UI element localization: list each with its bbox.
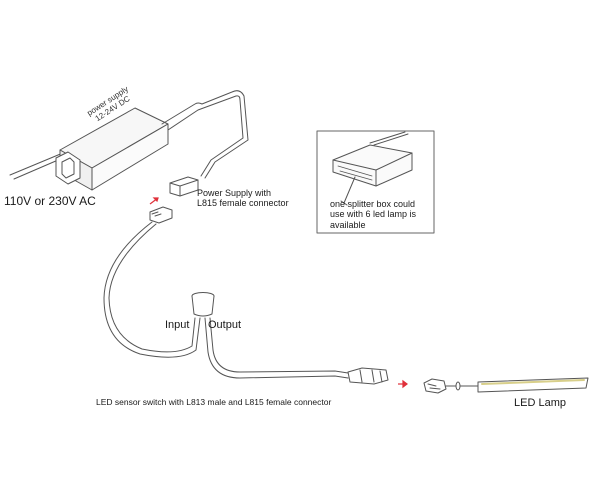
power-supply-unit	[55, 107, 169, 191]
power-supply-connector-line2: L815 female connector	[197, 198, 289, 209]
ac-input-label: 110V or 230V AC	[4, 194, 96, 208]
splitter-inset	[316, 130, 435, 234]
input-cable	[103, 221, 201, 358]
output-cable	[204, 317, 349, 379]
splitter-caption-line2: use with 6 led lamp is	[330, 209, 417, 220]
splitter-caption: one splitter box could use with 6 led la…	[330, 199, 416, 230]
arrow-icon	[398, 379, 408, 389]
power-supply-connector-line1: Power Supply with	[197, 188, 272, 198]
sensor-switch-body	[191, 292, 215, 317]
dc-output-cable	[161, 90, 249, 179]
l815-female-connector	[169, 176, 199, 197]
sensor-output-connector	[347, 367, 389, 385]
l813-male-connector-top	[149, 206, 173, 224]
splitter-caption-line3: available	[330, 219, 366, 230]
lamp-connector	[423, 378, 479, 394]
input-label: Input	[165, 319, 190, 331]
arrow-icon	[149, 197, 159, 205]
sensor-switch-label: LED sensor switch with L813 male and L81…	[96, 397, 332, 407]
output-label: Output	[208, 319, 242, 331]
led-lamp-bar	[477, 377, 589, 393]
splitter-caption-line1: one splitter box could	[330, 199, 416, 209]
led-lamp-label: LED Lamp	[514, 397, 566, 409]
power-supply-connector-label: Power Supply with L815 female connector	[197, 188, 289, 209]
